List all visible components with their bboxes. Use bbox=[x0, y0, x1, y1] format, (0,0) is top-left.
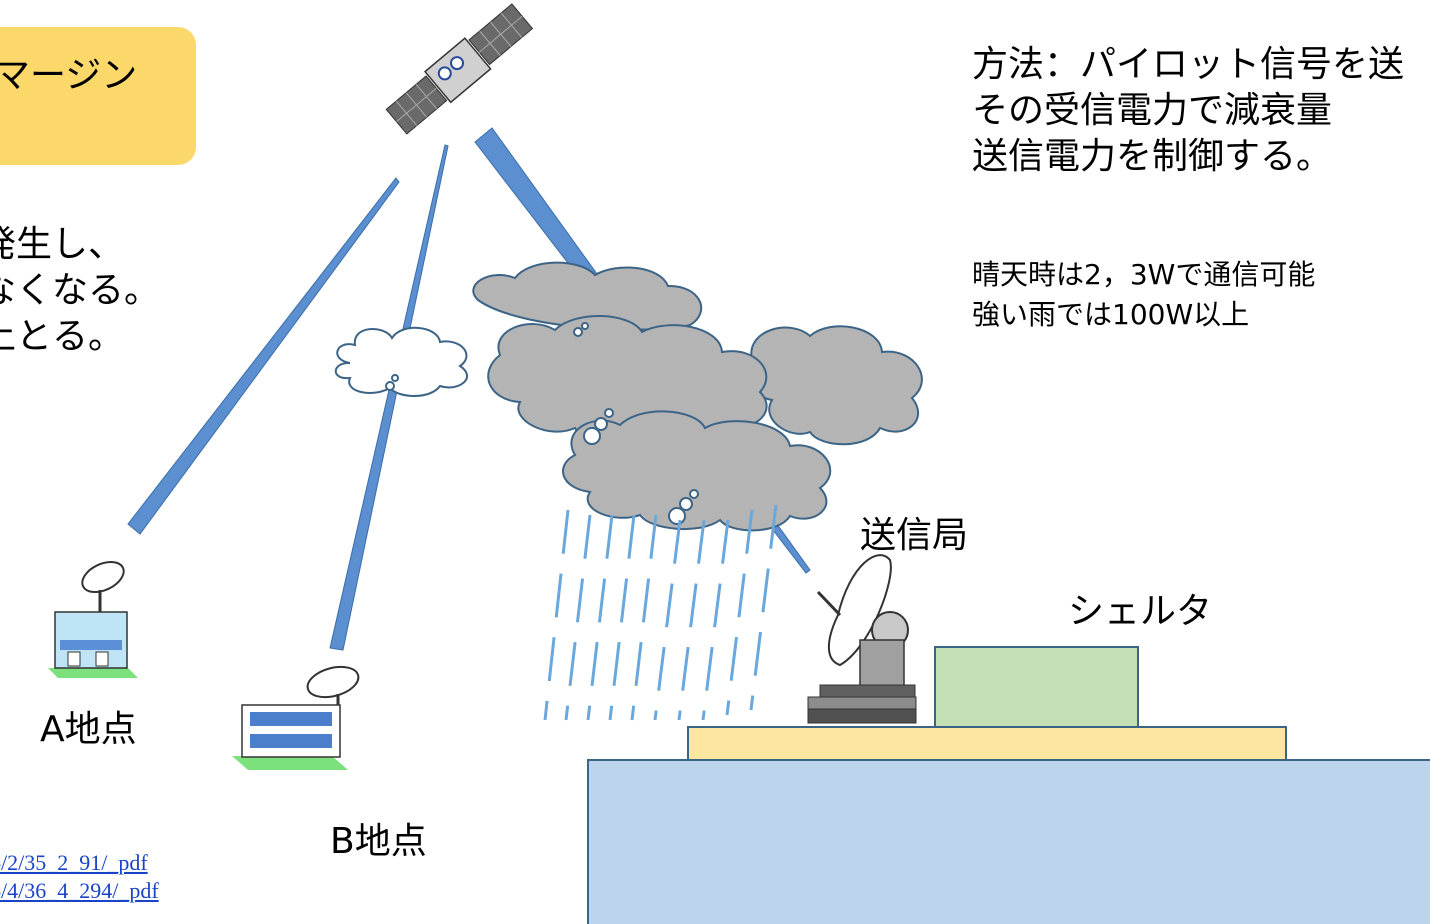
rain bbox=[543, 504, 778, 721]
beam-to-point-a bbox=[127, 177, 400, 535]
left-description-line: なくなる。 bbox=[0, 270, 161, 311]
satellite-icon bbox=[385, 3, 534, 135]
method-line: 送信電力を制御する。 bbox=[972, 136, 1333, 177]
beam-to-point-b bbox=[329, 144, 449, 651]
power-note-line: 強い雨では100W以上 bbox=[972, 298, 1250, 331]
method-description: 方法：パイロット信号を送 その受信電力で減衰量 送信電力を制御する。 bbox=[972, 42, 1404, 180]
point-a-building-icon bbox=[48, 560, 138, 678]
platform bbox=[687, 726, 1287, 761]
shelter-box bbox=[934, 646, 1139, 728]
margin-callout-box bbox=[0, 27, 196, 165]
point-b-building-icon bbox=[232, 665, 360, 770]
left-description: 発生し、 なくなる。 上とる。 bbox=[0, 222, 160, 360]
ground-block bbox=[587, 759, 1430, 924]
method-line: 方法：パイロット信号を送 bbox=[972, 44, 1405, 85]
small-cloud bbox=[334, 326, 468, 397]
power-note-line: 晴天時は2，3Wで通信可能 bbox=[972, 258, 1316, 291]
shelter-label: シェルタ bbox=[1068, 591, 1213, 632]
margin-callout-text: マージン bbox=[0, 55, 138, 96]
raindrop-icons bbox=[385, 322, 699, 525]
station-label: 送信局 bbox=[860, 515, 969, 556]
reference-link[interactable]: 6/4/36_4_294/_pdf bbox=[0, 878, 159, 903]
method-line: その受信電力で減衰量 bbox=[972, 90, 1333, 131]
point-a-label: A地点 bbox=[40, 709, 137, 750]
point-b-label: B地点 bbox=[330, 821, 427, 862]
reference-link[interactable]: 6/2/35_2_91/_pdf bbox=[0, 850, 148, 875]
left-description-line: 発生し、 bbox=[0, 224, 125, 265]
references: 6/2/35_2_91/_pdf 6/4/36_4_294/_pdf bbox=[0, 849, 159, 905]
storm-cloud bbox=[472, 261, 923, 532]
earth-station-antenna-icon bbox=[807, 554, 917, 724]
left-description-line: 上とる。 bbox=[0, 316, 125, 357]
power-note: 晴天時は2，3Wで通信可能 強い雨では100W以上 bbox=[972, 255, 1315, 335]
